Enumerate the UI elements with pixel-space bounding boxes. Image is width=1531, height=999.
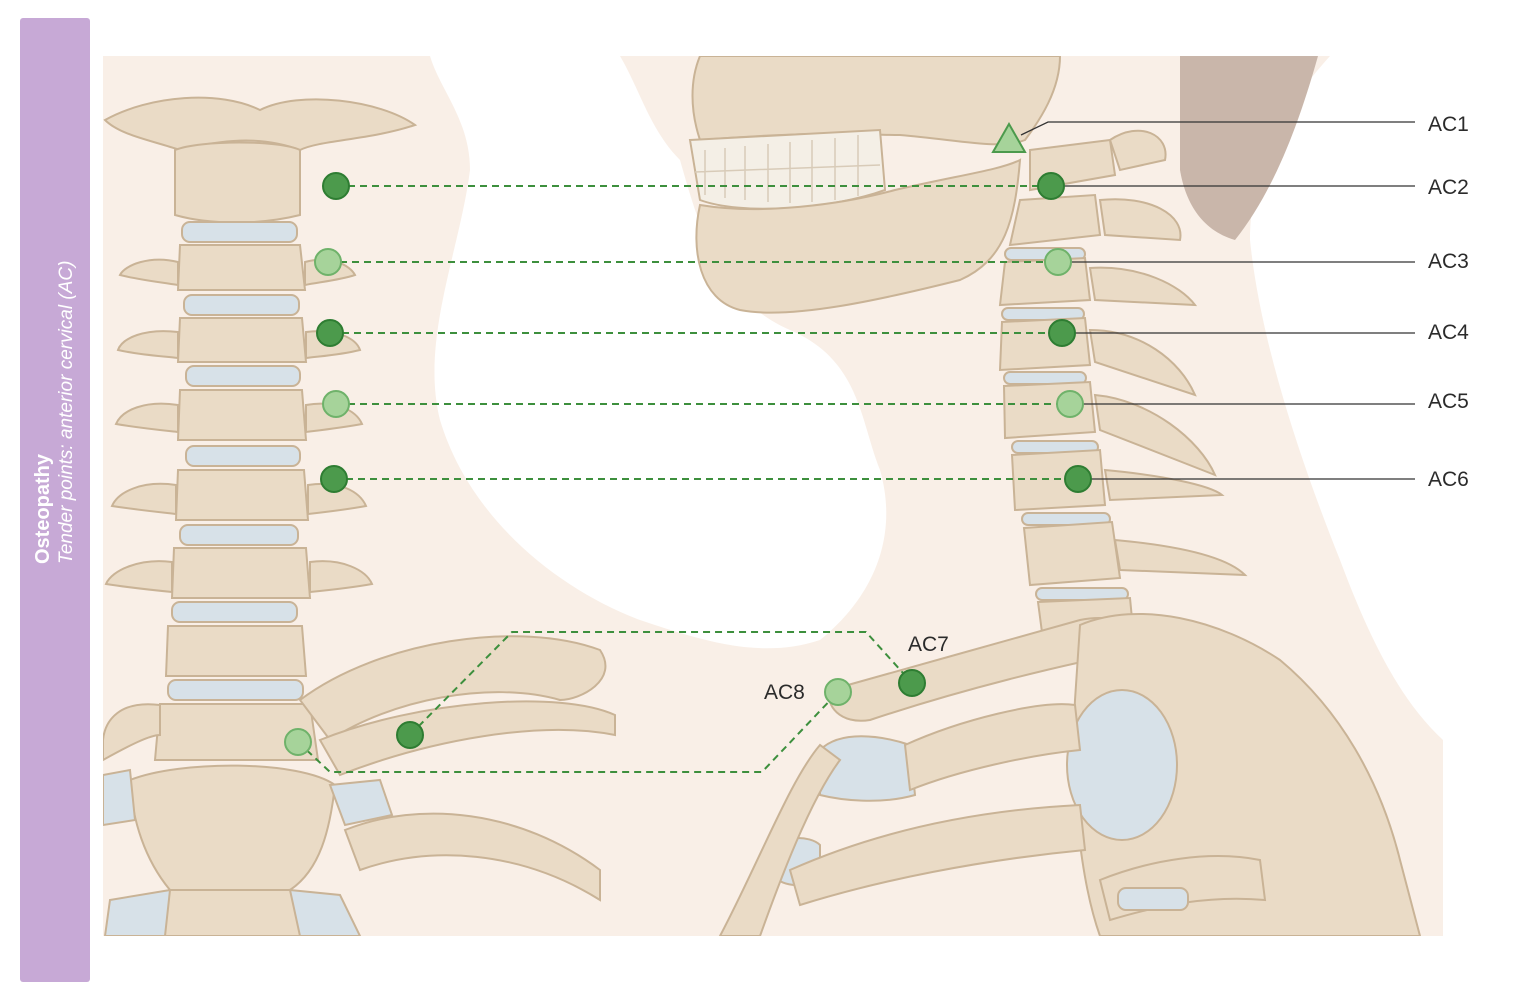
ac1-triangle-marker (991, 121, 1027, 153)
illustration-panel (103, 56, 1443, 936)
anterior-spine (103, 96, 616, 936)
background-right (1250, 56, 1443, 740)
dashed-line-ac8 (297, 691, 839, 773)
ac2-anterior-marker (322, 172, 350, 200)
ac5-lateral-marker (1056, 390, 1084, 418)
background-gap (430, 56, 887, 649)
ac2-lateral-marker (1037, 172, 1065, 200)
dashed-line-ac7 (409, 631, 913, 736)
label-ac3: AC3 (1428, 250, 1469, 273)
sidebar-band: Osteopathy Tender points: anterior cervi… (20, 18, 90, 982)
label-ac1: AC1 (1428, 113, 1469, 136)
connector-lines (297, 185, 1078, 773)
label-ac4: AC4 (1428, 321, 1469, 344)
ac3-lateral-marker (1044, 248, 1072, 276)
ac5-anterior-marker (322, 390, 350, 418)
ac4-anterior-marker (316, 319, 344, 347)
ac6-lateral-marker (1064, 465, 1092, 493)
tender-point-markers (284, 121, 1092, 756)
label-ac6: AC6 (1428, 468, 1469, 491)
label-ac7: AC7 (908, 633, 949, 656)
ac3-anterior-marker (314, 248, 342, 276)
ac4-lateral-marker (1048, 319, 1076, 347)
ac6-anterior-marker (320, 465, 348, 493)
ac8-anterior-marker (284, 728, 312, 756)
ac7-anterior-marker (396, 721, 424, 749)
ac7-lateral-marker (898, 669, 926, 697)
label-ac5: AC5 (1428, 390, 1469, 413)
point-labels: AC1 AC2 AC3 AC4 AC5 AC6 AC7 AC8 (764, 113, 1469, 704)
label-ac2: AC2 (1428, 176, 1469, 199)
leader-lines (1020, 121, 1415, 480)
leader-line-ac1 (1020, 121, 1415, 136)
label-ac8: AC8 (764, 681, 805, 704)
ac8-lateral-marker (824, 678, 852, 706)
